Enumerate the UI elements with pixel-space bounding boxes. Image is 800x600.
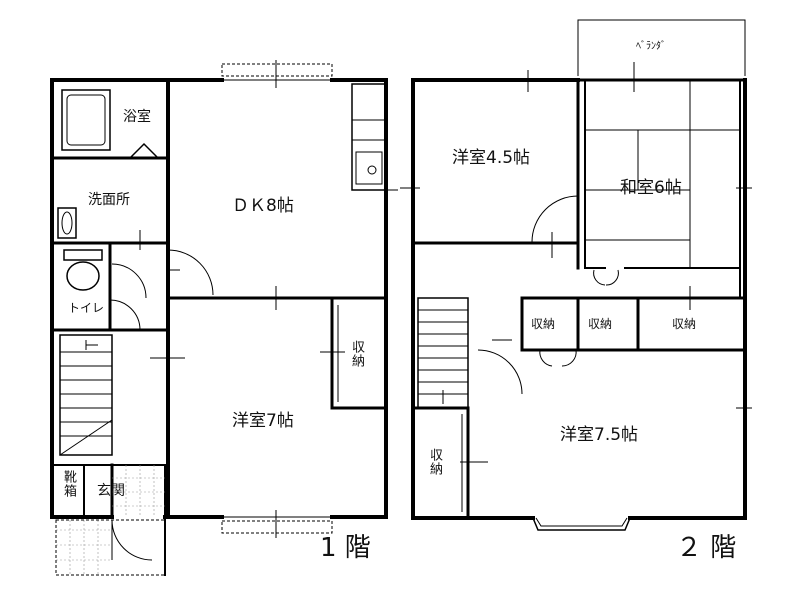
balcony [577,19,746,76]
floor1-walls [50,78,388,576]
floor2-walls [411,78,747,520]
floor2-fixtures [417,80,740,531]
room-label-shoe-box: 靴箱 [61,470,76,498]
floor-label-1f: 1 階 [320,533,371,563]
room-label-entrance: 玄関 [97,483,125,499]
room-label-storage-1f: 収納 [349,340,364,368]
floor2-doors [400,62,752,463]
room-label-japanese6: 和室6帖 [620,178,682,198]
room-label-western7: 洋室7帖 [232,411,294,431]
floor1-doors [109,189,398,561]
room-label-storage-left: 収納 [427,448,442,476]
room-label-storage-a: 収納 [531,317,556,331]
floor-label-2f: ２ 階 [676,533,737,563]
room-label-storage-c: 収納 [672,317,697,331]
room-label-washroom: 洗面所 [88,192,130,208]
room-label-toilet: トイレ [68,301,105,315]
room-label-storage-b: 収納 [588,317,613,331]
floor1-windows [221,60,333,538]
room-label-bath: 浴室 [123,109,151,125]
room-label-balcony: ﾍﾞﾗﾝﾀﾞ [636,41,666,52]
room-label-western75: 洋室7.5帖 [560,425,639,445]
floor1-fixtures [55,83,387,576]
room-label-dk: ＤＫ8帖 [232,196,294,216]
room-label-western45: 洋室4.5帖 [452,148,531,168]
